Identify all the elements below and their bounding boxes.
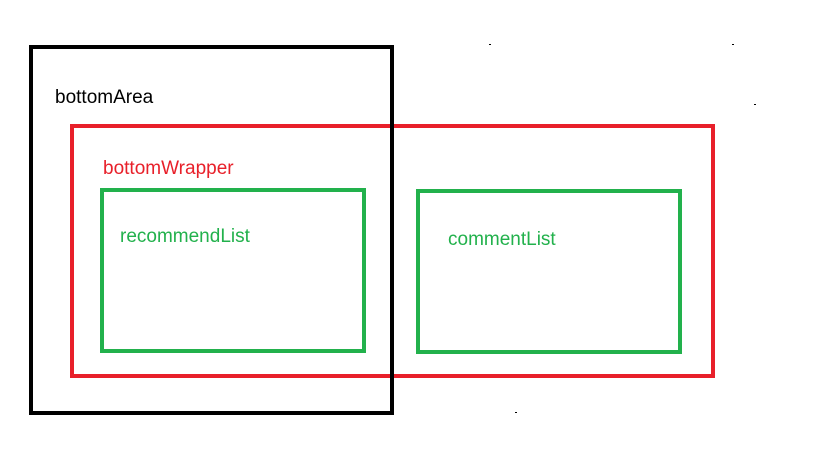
speck-3 <box>754 104 756 105</box>
bottom-wrapper-label: bottomWrapper <box>103 158 234 179</box>
bottom-area-box <box>29 45 394 415</box>
speck-1 <box>489 44 491 45</box>
comment-list-label: commentList <box>448 229 556 250</box>
recommend-list-box <box>100 188 366 353</box>
recommend-list-label: recommendList <box>120 226 250 247</box>
speck-4 <box>515 412 517 413</box>
comment-list-box <box>416 189 682 354</box>
bottom-area-label: bottomArea <box>55 87 154 108</box>
speck-2 <box>732 44 734 45</box>
